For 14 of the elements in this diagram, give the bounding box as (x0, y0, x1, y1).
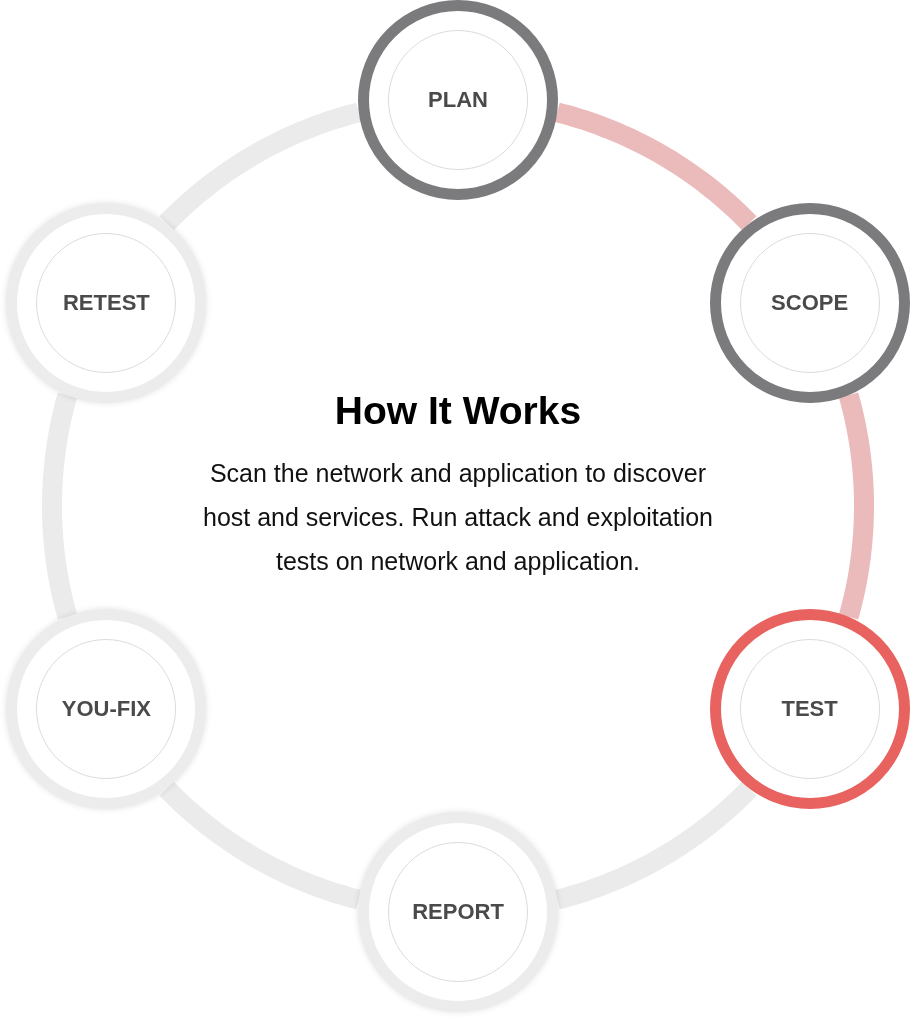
ring-connector (838, 392, 874, 620)
ring-connector (554, 102, 757, 231)
step-label: REPORT (412, 899, 504, 925)
heading: How It Works (333, 389, 583, 433)
step-label: YOU-FIX (61, 696, 151, 722)
step-label: RETEST (63, 290, 150, 316)
step-label: SCOPE (771, 290, 849, 316)
ring-connector (554, 781, 757, 910)
description-text: Scan the network and application to discover host and services. Run attack and exploitation tests on network and application. (202, 458, 714, 577)
ring-connector (42, 392, 78, 620)
step-label: TEST (781, 696, 838, 722)
step-label: PLAN (428, 87, 488, 113)
ring-connector (159, 102, 362, 231)
ring-connector (159, 781, 362, 910)
